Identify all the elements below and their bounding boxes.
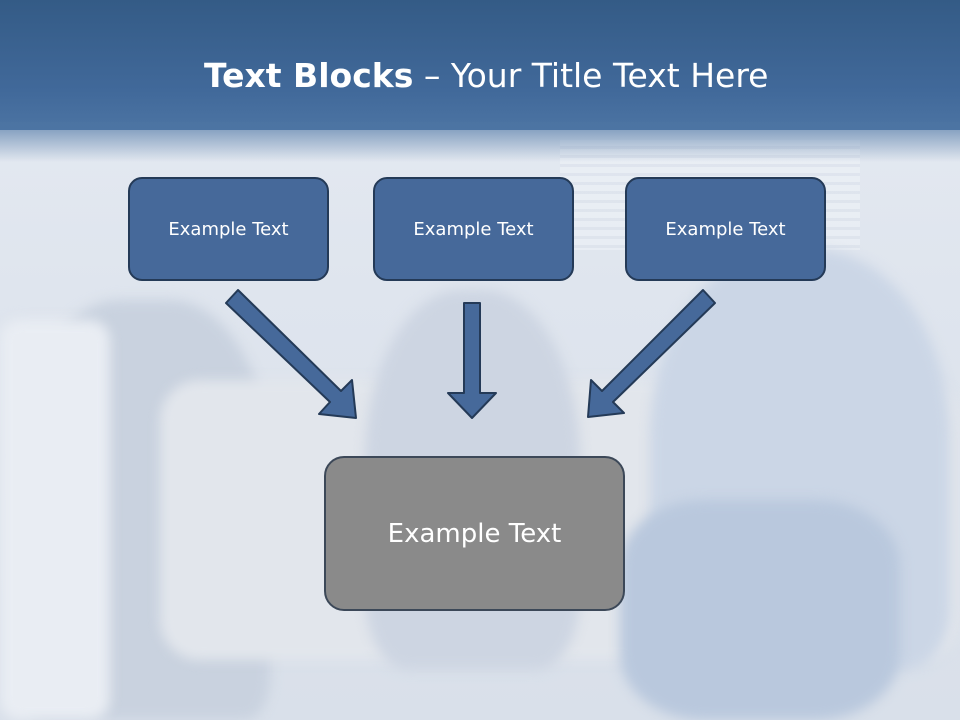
title-bar-fade bbox=[0, 122, 960, 162]
slide-title-bold: Text Blocks bbox=[204, 56, 414, 95]
text-block-1[interactable]: Example Text bbox=[128, 177, 329, 281]
background-jeans-right bbox=[620, 500, 900, 720]
slide-title: Text Blocks – Your Title Text Here bbox=[204, 56, 768, 95]
center-text-block-label: Example Text bbox=[387, 518, 562, 549]
text-block-3[interactable]: Example Text bbox=[625, 177, 826, 281]
arrow-center-icon bbox=[447, 302, 497, 419]
title-bar bbox=[0, 0, 960, 130]
center-text-block[interactable]: Example Text bbox=[324, 456, 625, 611]
text-block-2[interactable]: Example Text bbox=[373, 177, 574, 281]
arrow-left-icon bbox=[225, 289, 357, 419]
background-chair bbox=[0, 320, 110, 720]
text-block-1-label: Example Text bbox=[168, 218, 289, 240]
text-block-2-label: Example Text bbox=[413, 218, 534, 240]
slide-title-dash: – bbox=[413, 56, 451, 95]
slide-title-rest: Your Title Text Here bbox=[450, 56, 769, 95]
text-block-3-label: Example Text bbox=[665, 218, 786, 240]
arrow-right-icon bbox=[587, 289, 716, 418]
